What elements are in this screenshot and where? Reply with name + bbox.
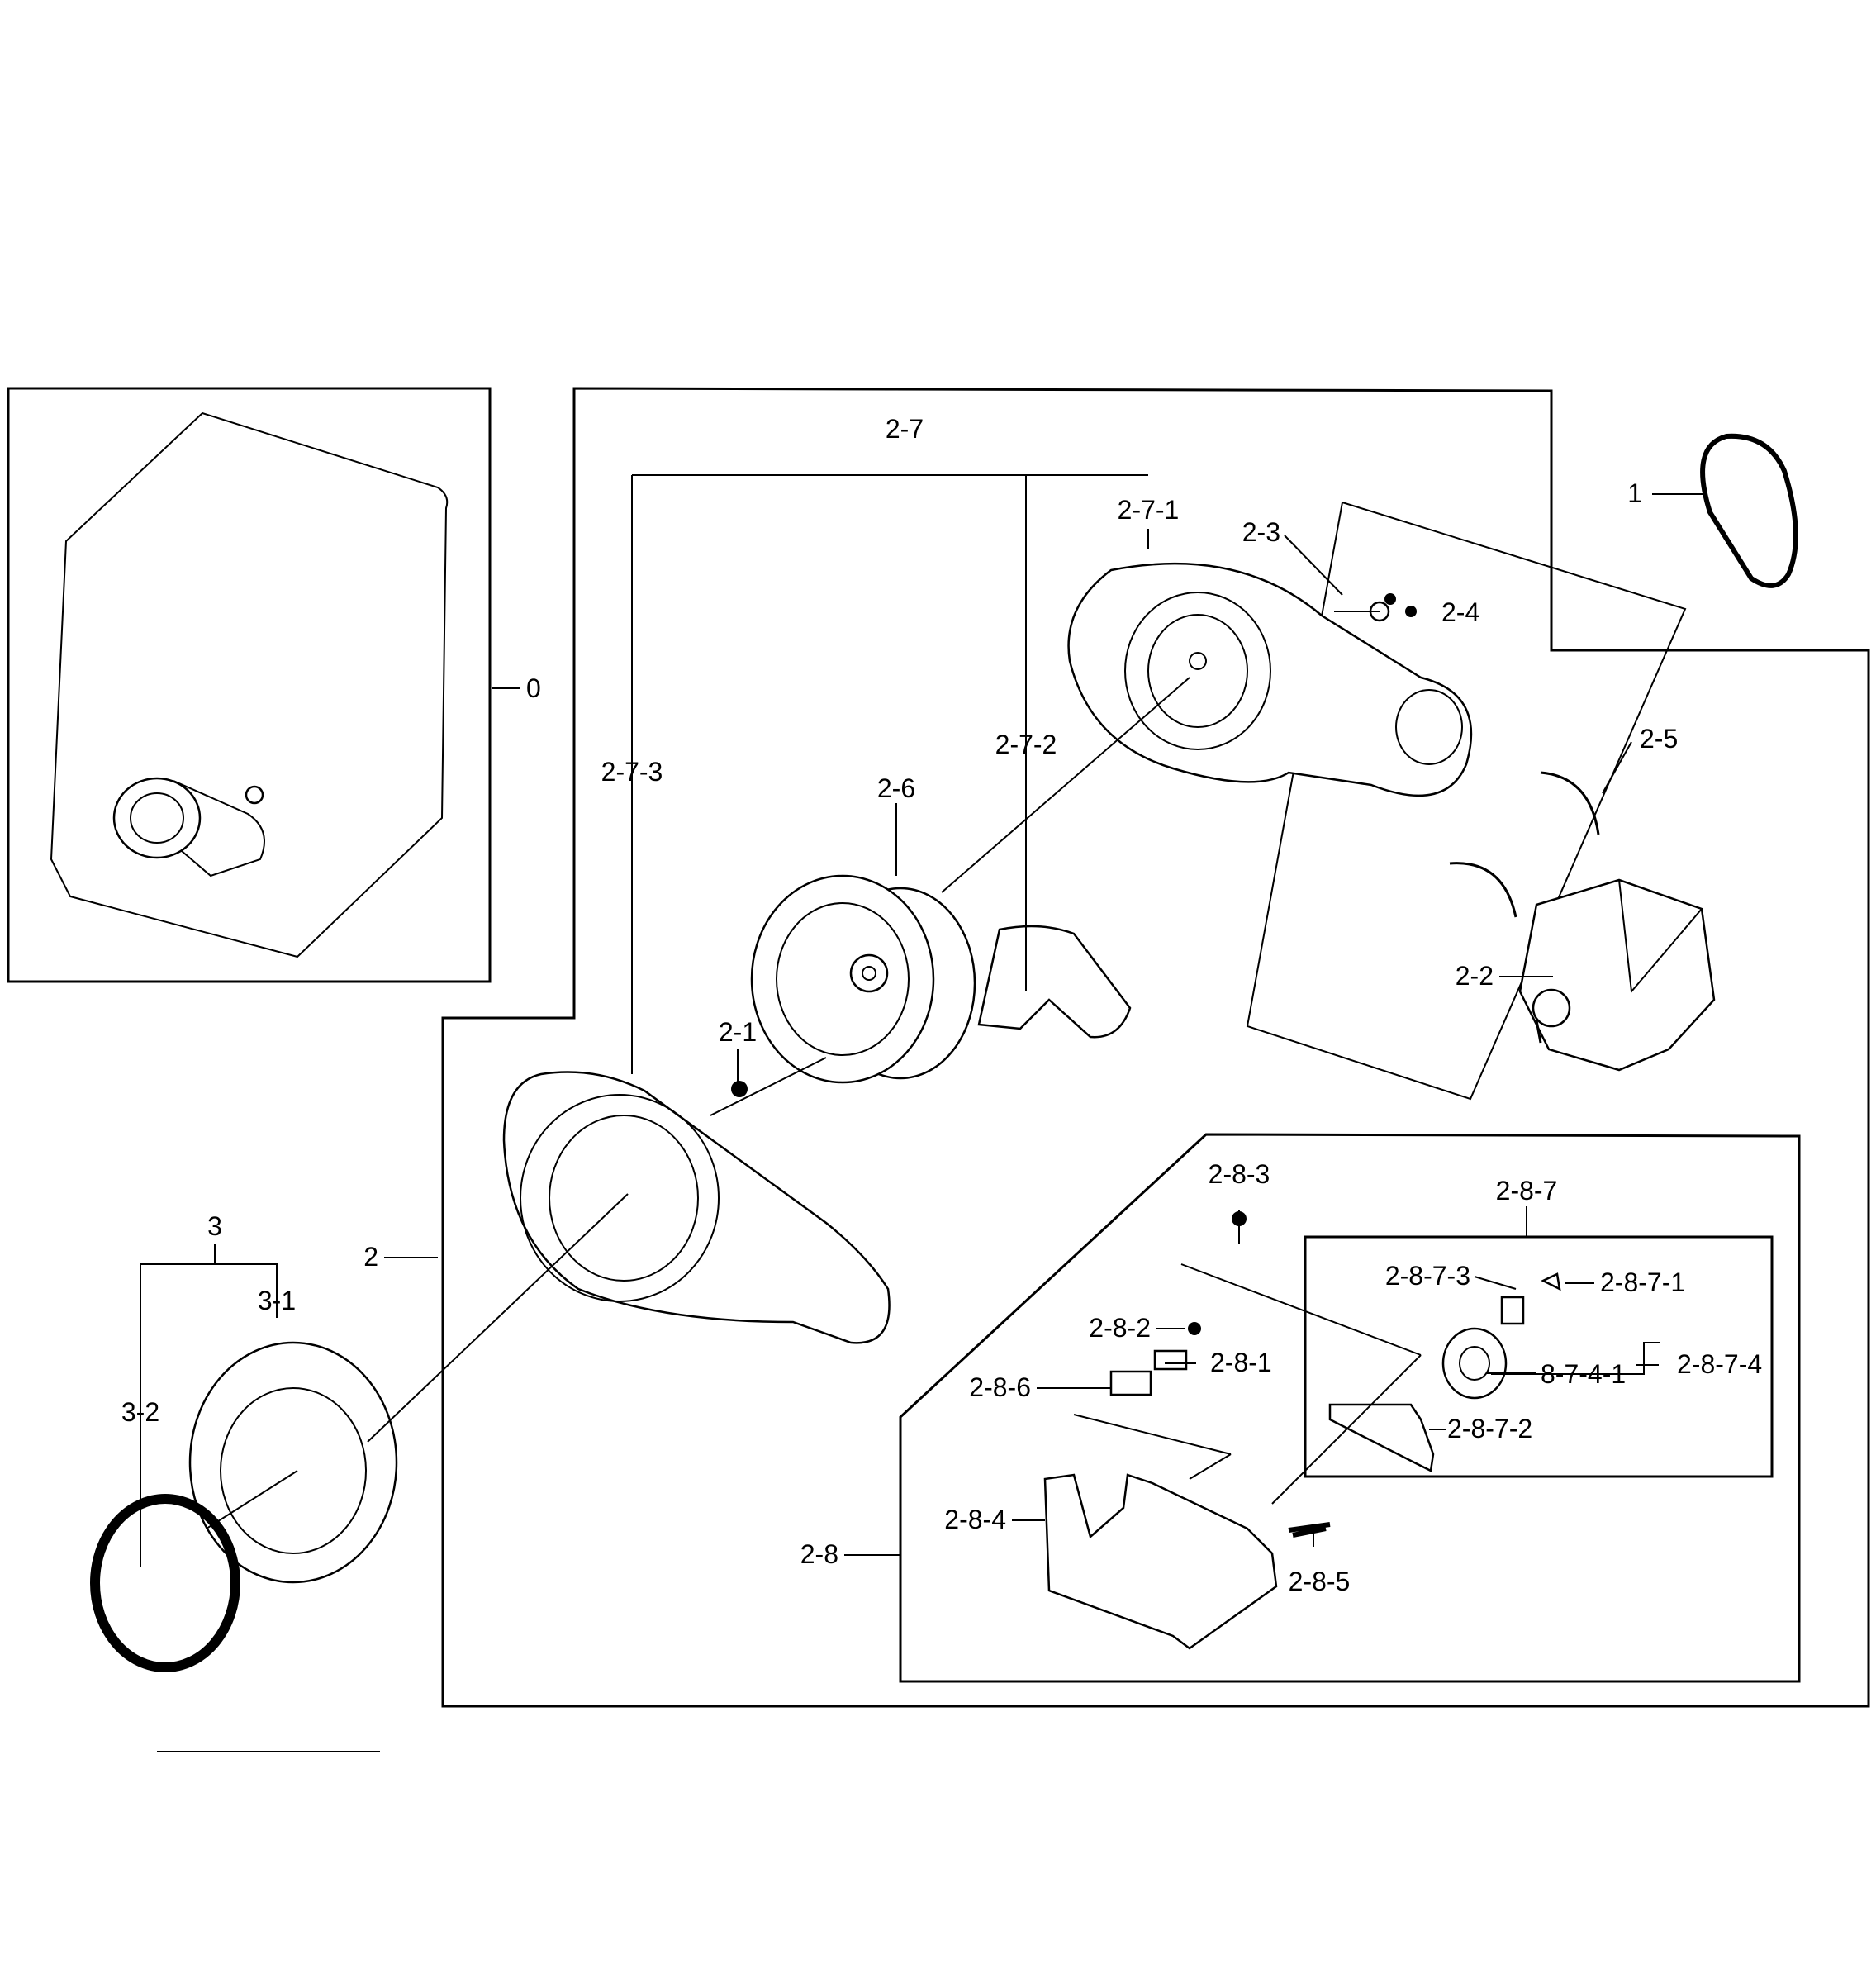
leader-lines xyxy=(140,474,1706,1752)
assembly-2-8-outline xyxy=(899,1133,1801,1683)
motor-clamp-upper xyxy=(1540,771,1600,835)
label-2-8-6: 2-8-6 xyxy=(969,1372,1031,1402)
label-2-7-2: 2-7-2 xyxy=(995,730,1057,759)
label-2-8-3: 2-8-3 xyxy=(1209,1159,1270,1189)
spring-2-8-5 xyxy=(1288,1522,1331,1538)
label-3-2: 3-2 xyxy=(121,1397,159,1427)
label-3: 3 xyxy=(207,1211,222,1241)
bracket-2-8-1 xyxy=(1153,1349,1188,1371)
label-2-7-3: 2-7-3 xyxy=(601,757,663,787)
duct-piece xyxy=(977,925,1132,1039)
label-2-8-7-2: 2-8-7-2 xyxy=(1447,1414,1532,1443)
motor-panel-outline xyxy=(1246,501,1687,1101)
blower-impeller xyxy=(750,874,976,1084)
idler-arm xyxy=(1328,1403,1435,1472)
label-2-6: 2-6 xyxy=(877,773,915,803)
label-1: 1 xyxy=(1627,478,1642,508)
dryer-overview-inset xyxy=(7,387,492,983)
label-2-8-7-4: 2-8-7-4 xyxy=(1677,1349,1762,1379)
label-2-7: 2-7 xyxy=(886,414,924,444)
callout-labels: 0 1 2 2-1 2-2 2-3 2-4 2-5 2-6 2-7 2-7-1 … xyxy=(121,414,1762,1596)
drive-belt xyxy=(1700,433,1798,588)
screw-2-8-2 xyxy=(1188,1322,1201,1335)
label-3-1: 3-1 xyxy=(258,1286,296,1315)
label-0: 0 xyxy=(526,673,541,703)
assembly-2-8-7-outline xyxy=(1304,1235,1774,1478)
bulkhead-seal xyxy=(90,1494,240,1672)
clip-2-8-7-1 xyxy=(1541,1272,1561,1291)
label-2-8-1: 2-8-1 xyxy=(1210,1348,1272,1377)
label-2-1: 2-1 xyxy=(719,1017,757,1047)
motor xyxy=(1518,878,1716,1072)
label-2-8-7-1: 2-8-7-1 xyxy=(1600,1267,1685,1297)
label-2-8-7-3: 2-8-7-3 xyxy=(1385,1261,1470,1291)
idler-bracket-base xyxy=(1043,1473,1278,1650)
label-2-8-4: 2-8-4 xyxy=(944,1505,1006,1534)
label-2: 2 xyxy=(363,1242,378,1272)
label-2-8: 2-8 xyxy=(800,1539,838,1569)
nut-2-1 xyxy=(731,1081,748,1097)
motor-clamp-lower xyxy=(1449,862,1517,918)
label-2-2: 2-2 xyxy=(1456,961,1494,991)
label-2-8-2: 2-8-2 xyxy=(1089,1313,1151,1343)
front-blower-housing xyxy=(502,1071,891,1344)
label-8-7-4-1: 8-7-4-1 xyxy=(1541,1359,1626,1389)
switch-2-8-6 xyxy=(1109,1370,1152,1396)
label-2-5: 2-5 xyxy=(1640,724,1678,754)
assembly-2-outline xyxy=(441,387,1870,1708)
label-2-3: 2-3 xyxy=(1242,517,1280,547)
idler-pulley xyxy=(1441,1327,1508,1400)
bulkhead-ring xyxy=(188,1341,398,1584)
label-2-8-5: 2-8-5 xyxy=(1289,1567,1351,1596)
label-2-4: 2-4 xyxy=(1441,597,1479,627)
label-2-8-7: 2-8-7 xyxy=(1496,1176,1558,1205)
label-2-7-1: 2-7-1 xyxy=(1118,495,1180,525)
rear-blower-housing xyxy=(1067,562,1473,797)
idler-shaft xyxy=(1500,1296,1525,1325)
